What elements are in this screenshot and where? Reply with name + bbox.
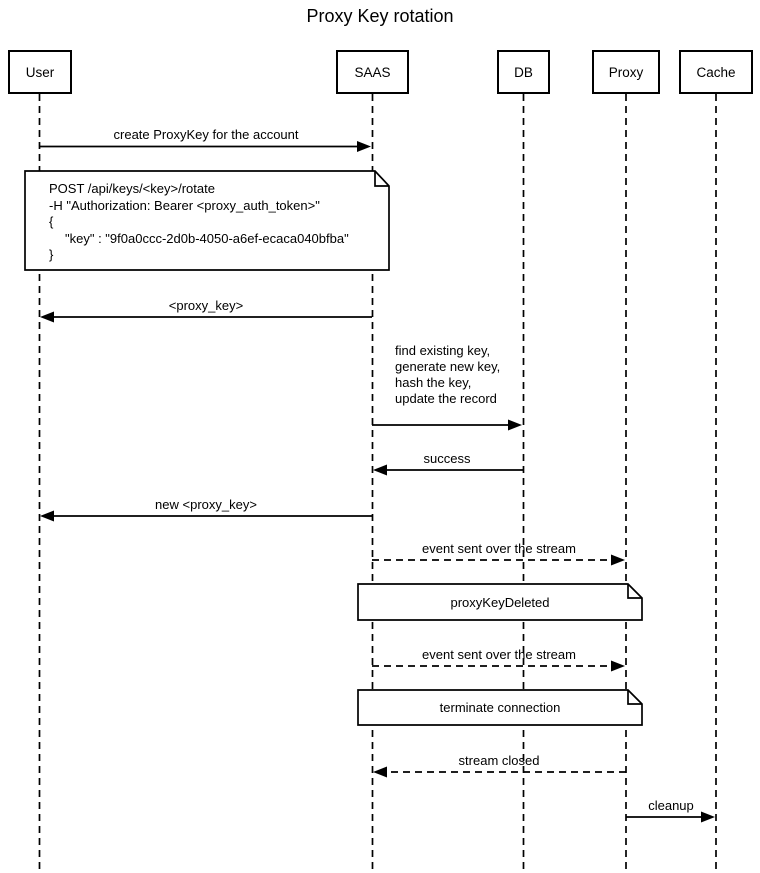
arrowhead-left-icon <box>40 311 54 323</box>
arrowhead-right-icon <box>508 419 522 431</box>
note-fold-icon <box>627 690 642 705</box>
note-label: terminate connection <box>439 700 561 715</box>
message-label-line: find existing key, <box>395 343 491 358</box>
participant-box-proxy: Proxy <box>592 50 660 94</box>
message-label-create-proxykey: create ProxyKey for the account <box>113 127 299 142</box>
arrowhead-left-icon <box>373 464 387 476</box>
note-terminate-connection: terminate connection <box>358 690 642 725</box>
message-label-success: success <box>423 451 471 466</box>
note-fold-icon <box>627 584 642 599</box>
participant-box-cache: Cache <box>679 50 753 94</box>
arrowhead-left-icon <box>40 510 54 522</box>
message-label-line: generate new key, <box>395 359 501 374</box>
participant-label: User <box>25 64 55 80</box>
participant-label: Proxy <box>608 64 644 80</box>
message-label-event-stream-1: event sent over the stream <box>422 541 576 556</box>
arrowhead-right-icon <box>611 554 625 566</box>
message-label-stream-closed: stream closed <box>458 753 540 768</box>
note-shape-request <box>24 170 390 271</box>
message-label-line: update the record <box>395 391 497 406</box>
note-proxykeydeleted: proxyKeyDeleted <box>358 584 642 620</box>
arrowhead-left-icon <box>373 766 387 778</box>
arrowhead-right-icon <box>357 141 371 152</box>
note-line: } <box>49 247 54 262</box>
note-request-payload: POST /api/keys/<key>/rotate -H "Authoriz… <box>49 181 349 264</box>
message-label-cleanup: cleanup <box>648 798 694 813</box>
note-line: -H "Authorization: Bearer <proxy_auth_to… <box>49 197 320 213</box>
message-label-event-stream-2: event sent over the stream <box>422 647 576 662</box>
note-line: POST /api/keys/<key>/rotate <box>49 181 215 196</box>
message-label-line: hash the key, <box>395 375 472 390</box>
participant-label: SAAS <box>354 64 391 80</box>
participant-box-user: User <box>8 50 72 94</box>
note-shape-proxykeydeleted <box>357 583 643 621</box>
note-fold-icon <box>374 171 389 187</box>
note-line: "key" : "9f0a0ccc-2d0b-4050-a6ef-ecaca04… <box>65 230 349 246</box>
arrowhead-right-icon <box>701 811 715 823</box>
participant-label: Cache <box>696 64 736 80</box>
participant-label: DB <box>514 64 533 80</box>
participant-box-saas: SAAS <box>336 50 409 94</box>
message-label-new-proxy-key: new <proxy_key> <box>155 497 257 512</box>
note-label: proxyKeyDeleted <box>450 594 550 610</box>
message-label-update-record: find existing key, generate new key, has… <box>395 343 500 407</box>
message-label-proxy-key: <proxy_key> <box>168 298 244 313</box>
note-line: { <box>49 214 54 229</box>
note-shape-terminate <box>357 689 643 726</box>
diagram-title: Proxy Key rotation <box>306 6 454 26</box>
participant-box-db: DB <box>497 50 550 94</box>
arrowhead-right-icon <box>611 660 625 672</box>
